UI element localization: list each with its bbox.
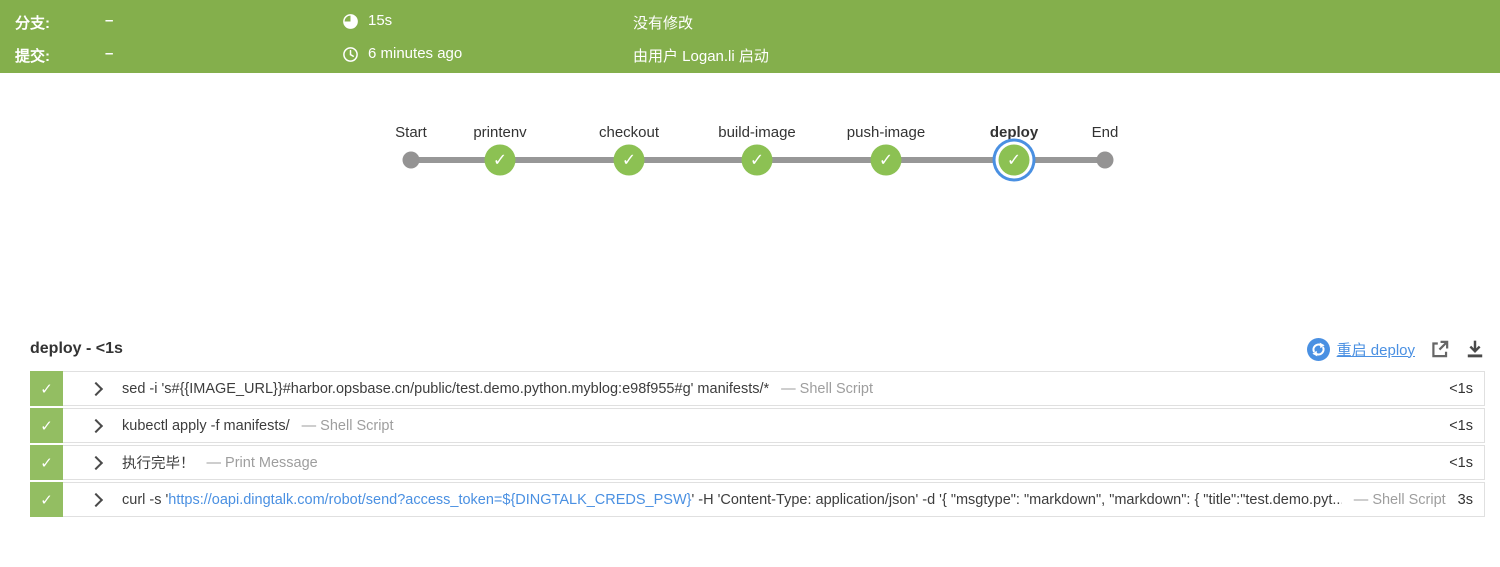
success-check-icon: ✓ [613,144,645,176]
step-row-curl[interactable]: ✓ curl -s 'https://oapi.dingtalk.com/rob… [30,482,1485,517]
duration-icon [342,13,359,30]
step-row-content[interactable]: 执行完毕！ — Print Message <1s [63,445,1485,480]
end-dot [1096,151,1114,169]
step-row-sed[interactable]: ✓ sed -i 's#{{IMAGE_URL}}#harbor.opsbase… [30,371,1485,406]
check-icon: ✓ [40,417,53,435]
header-row-commit: 提交: – 6 minutes ago 由用户 Logan.li 启动 [0,45,1500,65]
step-duration: 3s [1457,491,1473,508]
step-row-content[interactable]: curl -s 'https://oapi.dingtalk.com/robot… [63,482,1485,517]
step-duration: <1s [1449,417,1473,434]
pipeline-node-checkout[interactable]: ✓ [613,144,645,176]
step-row-content[interactable]: kubectl apply -f manifests/ — Shell Scri… [63,408,1485,443]
step-command: 执行完毕！ [122,456,195,472]
success-check-icon: ✓ [484,144,516,176]
step-duration: <1s [1449,454,1473,471]
step-row-content[interactable]: sed -i 's#{{IMAGE_URL}}#harbor.opsbase.c… [63,371,1485,406]
pipeline-node-build-image[interactable]: ✓ [741,144,773,176]
changes-info: 没有修改 [633,15,694,32]
step-kind-label: — Shell Script [1353,491,1446,508]
step-command: sed -i 's#{{IMAGE_URL}}#harbor.opsbase.c… [122,380,770,397]
node-label-printenv: printenv [473,124,527,141]
chevron-right-icon[interactable] [88,455,104,470]
step-success-strip: ✓ [30,445,63,480]
pipeline-node-printenv[interactable]: ✓ [484,144,516,176]
command-prefix: curl -s ' [122,491,169,508]
step-command: kubectl apply -f manifests/ [122,417,290,434]
step-success-strip: ✓ [30,408,63,443]
restart-stage-label[interactable]: 重启 deploy [1336,341,1415,359]
stage-title: deploy - <1s [30,340,123,357]
check-icon: ✓ [40,491,53,509]
command-suffix: ' -H 'Content-Type: application/json' -d… [691,491,1342,508]
node-label-end: End [1091,124,1119,141]
node-label-push-image: push-image [846,124,926,141]
node-label-deploy: deploy [989,124,1039,141]
started-by-info: 由用户 Logan.li 启动 [633,48,769,65]
restart-stage-button[interactable]: 重启 deploy [1306,337,1415,361]
step-command: curl -s 'https://oapi.dingtalk.com/robot… [122,492,1342,508]
run-duration: 15s [368,12,393,29]
step-success-strip: ✓ [30,482,63,517]
node-label-build-image: build-image [718,124,796,141]
clock-icon [342,46,359,63]
stage-actions: 重启 deploy [1306,337,1485,361]
step-list: ✓ sed -i 's#{{IMAGE_URL}}#harbor.opsbase… [30,371,1485,519]
commit-label: 提交: [15,48,50,65]
dingtalk-url-link[interactable]: https://oapi.dingtalk.com/robot/send?acc… [168,491,692,508]
step-kind-label: — Shell Script [781,380,874,397]
check-icon: ✓ [40,454,53,472]
step-row-print-message[interactable]: ✓ 执行完毕！ — Print Message <1s [30,445,1485,480]
step-row-kubectl[interactable]: ✓ kubectl apply -f manifests/ — Shell Sc… [30,408,1485,443]
header-row-branch: 分支: – 15s 没有修改 [0,12,1500,32]
commit-value: – [105,45,114,62]
step-duration: <1s [1449,380,1473,397]
run-time-ago: 6 minutes ago [368,45,463,62]
step-kind-label: — Shell Script [301,417,394,434]
branch-label: 分支: [15,15,50,32]
success-check-icon: ✓ [741,144,773,176]
pipeline-node-start[interactable] [402,151,420,169]
chevron-right-icon[interactable] [88,418,104,433]
branch-value: – [105,12,114,29]
open-in-new-window-icon[interactable] [1429,338,1451,360]
node-label-checkout: checkout [598,124,660,141]
chevron-right-icon[interactable] [88,381,104,396]
step-success-strip: ✓ [30,371,63,406]
restart-icon [1306,337,1330,361]
success-check-icon: ✓ [998,144,1030,176]
pipeline-node-end[interactable] [1096,151,1114,169]
stage-section-header: deploy - <1s 重启 deploy [30,334,1485,364]
pipeline-node-deploy-selected[interactable]: ✓ [998,144,1030,176]
run-result-header: 分支: – 15s 没有修改 提交: – 6 minutes ago 由用户 L [0,0,1500,73]
success-check-icon: ✓ [870,144,902,176]
check-icon: ✓ [40,380,53,398]
step-kind-label: — Print Message [206,454,318,471]
chevron-right-icon[interactable] [88,492,104,507]
node-label-start: Start [395,124,427,141]
pipeline-node-push-image[interactable]: ✓ [870,144,902,176]
download-log-icon[interactable] [1465,339,1485,359]
start-dot [402,151,420,169]
